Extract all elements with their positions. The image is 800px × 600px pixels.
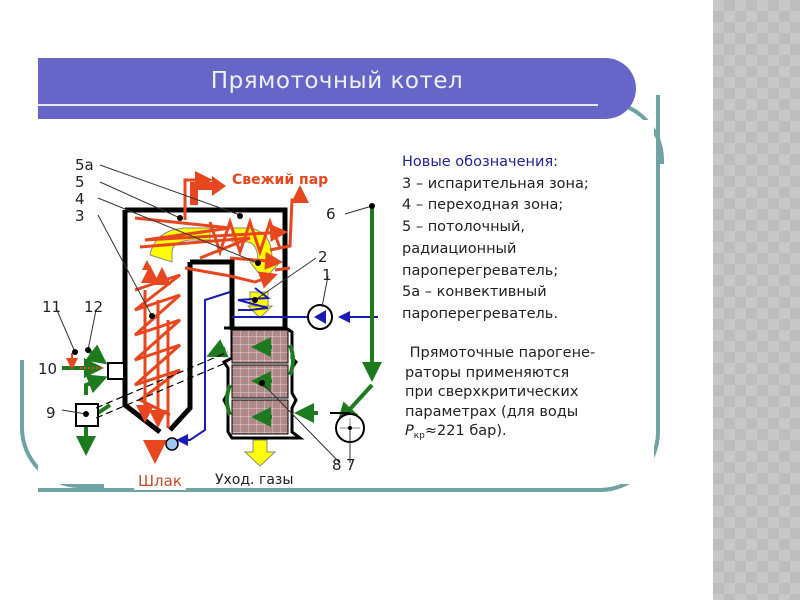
label-11: 11 — [42, 298, 61, 316]
label-7: 7 — [346, 456, 356, 474]
formula-subscript: кр — [413, 431, 425, 441]
label-5: 5 — [75, 173, 85, 191]
furnace-walls — [122, 207, 288, 434]
air-ducts — [95, 351, 229, 419]
label-8: 8 — [332, 456, 342, 474]
label-1: 1 — [322, 266, 332, 284]
flue-gas-label: Уход. газы — [211, 472, 298, 488]
label-4: 4 — [75, 190, 85, 208]
circulation-pump-icon — [165, 437, 179, 451]
label-10: 10 — [38, 360, 57, 378]
slide-background-pattern — [713, 0, 800, 600]
title-underline — [38, 104, 598, 106]
gas-exit-arrow — [243, 439, 277, 467]
label-5a: 5а — [75, 156, 94, 174]
label-12: 12 — [84, 298, 103, 316]
label-2: 2 — [318, 248, 328, 266]
fresh-steam-label: Свежий пар — [232, 172, 328, 188]
note-line: параметрах (для воды — [405, 403, 579, 420]
note-line: Прямоточные парогене- — [405, 345, 596, 361]
legend-item: пароперегреватель; — [402, 262, 559, 279]
note-formula: Pкр≈221 бар). — [405, 422, 665, 447]
slag-label: Шлак — [134, 472, 186, 490]
formula-symbol: P — [405, 423, 414, 439]
legend-heading: Новые обозначения: — [402, 154, 559, 170]
legend-item: радиационный — [402, 240, 517, 257]
slide-title: Прямоточный котел — [210, 68, 464, 94]
formula-rest: ≈221 бар). — [424, 423, 507, 439]
note-line: раторы применяются — [405, 364, 570, 381]
legend-item: 3 – испарительная зона; — [402, 175, 589, 192]
leader-lines — [55, 164, 373, 464]
legend-item: 5 – потолочный, — [402, 219, 526, 236]
legend-item: 4 – переходная зона; — [402, 197, 564, 214]
burner-icon — [107, 362, 125, 380]
label-9: 9 — [46, 404, 56, 422]
legend-item: пароперегреватель. — [402, 305, 558, 322]
note-paragraph: Прямоточные парогене- раторы применяются… — [405, 344, 665, 447]
feed-pump-icon — [307, 304, 333, 330]
note-line: при сверхкритических — [405, 384, 579, 400]
label-6: 6 — [326, 205, 336, 223]
legend-item: 5а – конвективный — [402, 284, 547, 301]
label-3: 3 — [75, 207, 85, 225]
title-bar: Прямоточный котел — [38, 58, 636, 119]
fresh-steam-arrow — [190, 176, 226, 205]
frame-border — [38, 95, 660, 492]
legend: Новые обозначения: 3 – испарительная зон… — [402, 152, 662, 326]
